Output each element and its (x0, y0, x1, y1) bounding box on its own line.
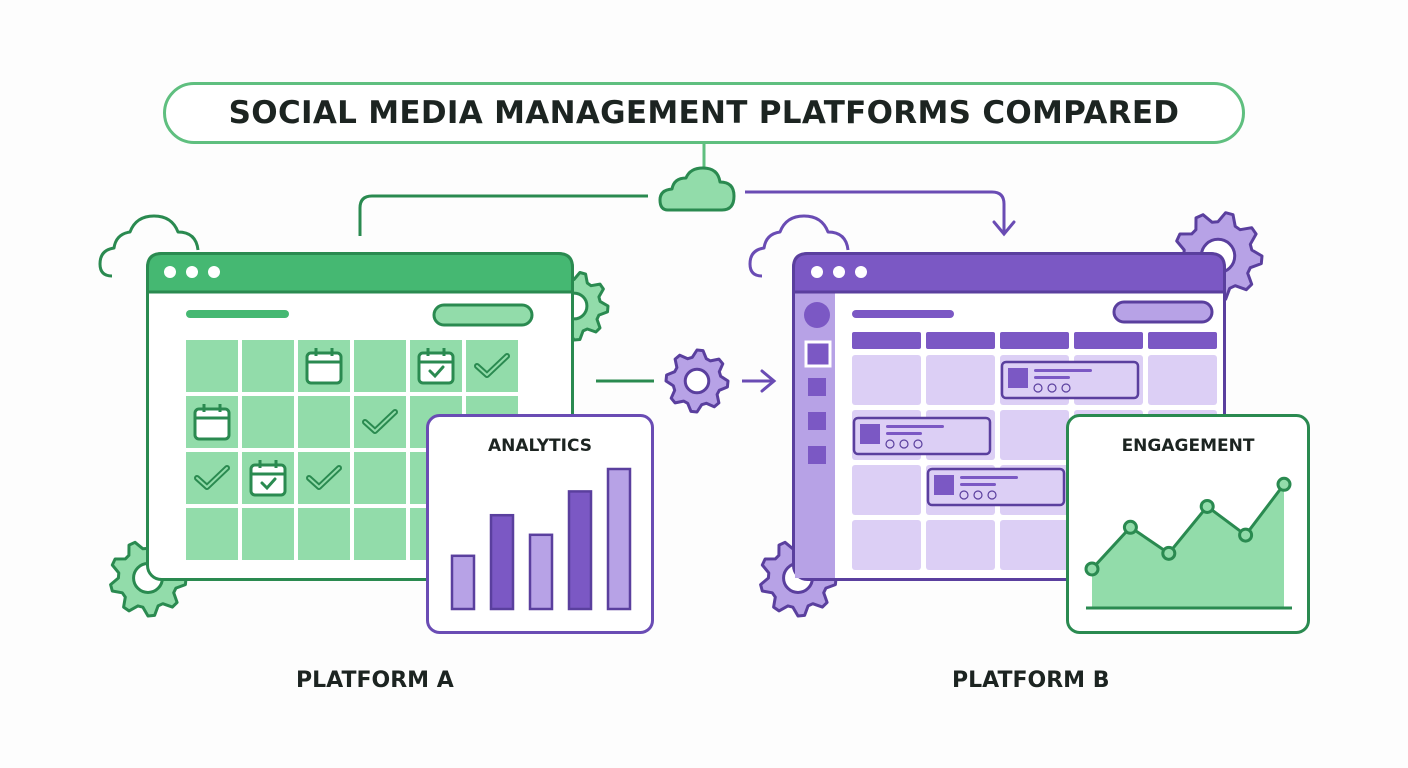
post-meta-icon (1061, 383, 1071, 393)
engagement-title: ENGAGEMENT (1121, 436, 1255, 456)
column-header (1000, 332, 1069, 349)
arrow-right-icon (760, 369, 777, 393)
calendar-check-icon (249, 460, 287, 497)
engagement-point (1122, 519, 1138, 535)
calendar-cell (466, 340, 518, 392)
calendar-cell (186, 340, 238, 392)
sidebar (795, 290, 835, 578)
titlebar (146, 252, 574, 294)
calendar-cell (242, 340, 294, 392)
heading-placeholder (852, 310, 954, 318)
scheduled-post-card (852, 416, 992, 456)
connector-to-platform-b (745, 190, 1006, 232)
analytics-bar (528, 533, 554, 611)
window-dot-icon (208, 266, 220, 278)
heading-placeholder (186, 310, 289, 318)
avatar (804, 302, 830, 328)
post-meta-icon (987, 490, 997, 500)
calendar-cell (926, 355, 995, 405)
calendar-cell (354, 508, 406, 560)
window-dot-icon (164, 266, 176, 278)
analytics-card: ANALYTICS (426, 414, 654, 634)
post-thumbnail (860, 424, 880, 444)
scheduled-post-card (1000, 360, 1140, 400)
post-meta-icon (1033, 383, 1043, 393)
window-dot-icon (855, 266, 867, 278)
calendar-icon (305, 348, 343, 385)
center-cloud-icon (658, 166, 736, 212)
engagement-area (1092, 484, 1284, 608)
calendar-cell (1148, 355, 1217, 405)
connector-to-platform-a (358, 194, 648, 236)
calendar-cell (852, 355, 921, 405)
analytics-bar (567, 490, 593, 611)
cloud-icon-right (748, 214, 850, 278)
post-thumbnail (1008, 368, 1028, 388)
arrow-down-icon (992, 220, 1016, 237)
gear-icon (664, 348, 730, 414)
analytics-bar (606, 467, 632, 611)
engagement-point (1161, 545, 1177, 561)
calendar-cell (298, 452, 350, 504)
post-meta-icon (1047, 383, 1057, 393)
engagement-point (1276, 476, 1292, 492)
engagement-point (1084, 561, 1100, 577)
post-meta-icon (899, 439, 909, 449)
sidebar-item (808, 412, 826, 430)
calendar-cell (926, 520, 995, 570)
calendar-cell (1000, 410, 1069, 460)
page-title: SOCIAL MEDIA MANAGEMENT PLATFORMS COMPAR… (228, 95, 1180, 131)
engagement-card: ENGAGEMENT (1066, 414, 1310, 634)
calendar-cell (852, 465, 921, 515)
post-meta-icon (973, 490, 983, 500)
sidebar-item-active (804, 340, 832, 368)
sidebar-item (808, 446, 826, 464)
engagement-chart (1066, 414, 1310, 634)
post-meta-icon (959, 490, 969, 500)
engagement-line (1090, 483, 1286, 570)
window-dot-icon (811, 266, 823, 278)
calendar-check-icon (417, 348, 455, 385)
calendar-cell (186, 452, 238, 504)
column-header (926, 332, 995, 349)
calendar-cell (298, 396, 350, 448)
column-header (852, 332, 921, 349)
platform-a-label: PLATFORM A (296, 668, 454, 693)
calendar-cell (298, 508, 350, 560)
calendar-cell (852, 520, 921, 570)
calendar-cell (186, 508, 238, 560)
analytics-title: ANALYTICS (488, 436, 592, 456)
calendar-cell (354, 340, 406, 392)
title-banner: SOCIAL MEDIA MANAGEMENT PLATFORMS COMPAR… (163, 82, 1245, 144)
column-header (1148, 332, 1217, 349)
analytics-chart (426, 414, 654, 634)
window-dot-icon (833, 266, 845, 278)
action-pill-button (432, 303, 534, 327)
window-dot-icon (186, 266, 198, 278)
engagement-point (1238, 527, 1254, 543)
cloud-icon-left (98, 214, 200, 278)
calendar-cell (242, 396, 294, 448)
action-pill-button (1112, 300, 1214, 324)
platform-b-label: PLATFORM B (952, 668, 1110, 693)
calendar-cell (1000, 520, 1069, 570)
column-header (1074, 332, 1143, 349)
analytics-bar (489, 513, 515, 611)
post-meta-icon (913, 439, 923, 449)
post-meta-icon (885, 439, 895, 449)
post-thumbnail (934, 475, 954, 495)
platform-a-window (146, 252, 574, 581)
engagement-point (1199, 498, 1215, 514)
sidebar-item (808, 378, 826, 396)
analytics-bar (450, 554, 476, 611)
calendar-cell (242, 508, 294, 560)
calendar-cell (354, 452, 406, 504)
scheduled-post-card (926, 467, 1066, 507)
titlebar (792, 252, 1226, 294)
calendar-cell (354, 396, 406, 448)
calendar-icon (193, 404, 231, 441)
